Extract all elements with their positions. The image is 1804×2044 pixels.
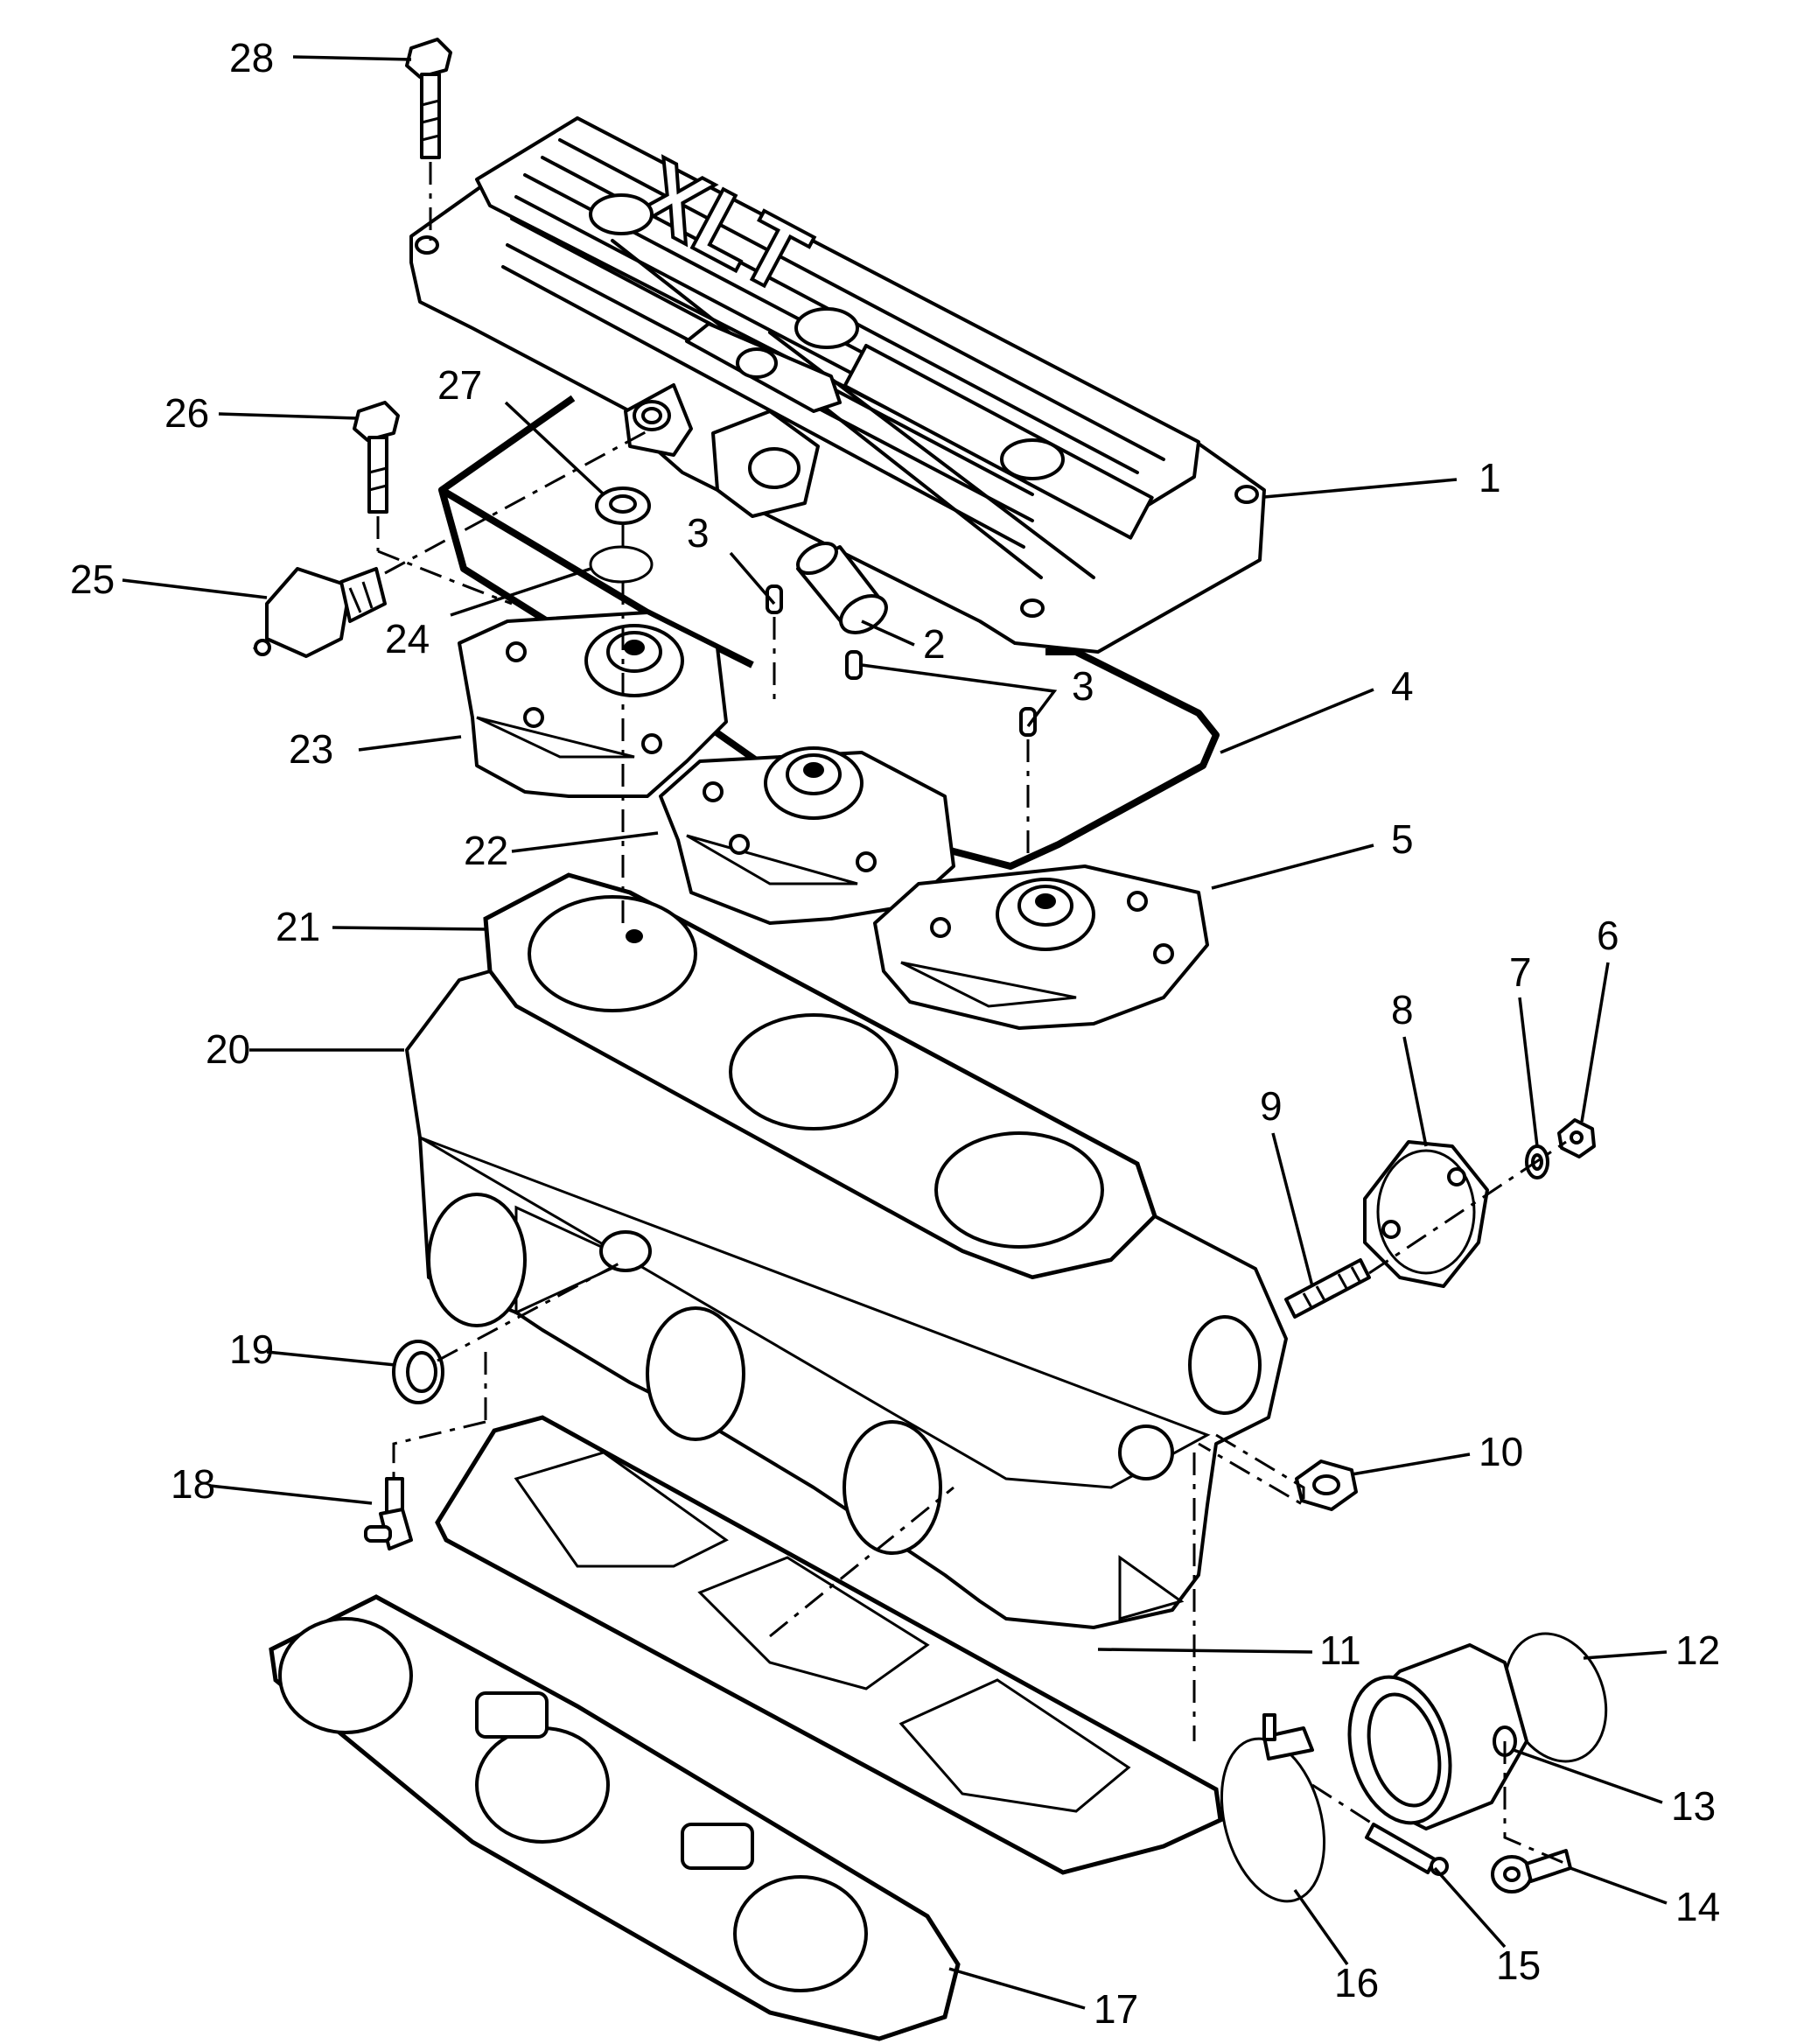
callout-6: 6 [1597, 913, 1619, 958]
callout-9: 9 [1260, 1083, 1283, 1129]
cover-spark-plug-port-1 [589, 193, 654, 235]
cover-nameplate [843, 343, 1154, 540]
part-2-hose-sleeve [796, 541, 888, 634]
part-18-fitting [364, 1477, 413, 1550]
callout-13: 13 [1671, 1783, 1716, 1829]
cylinder-head-cover: XLT EXTRA LIFE TRIPLE [409, 116, 1266, 654]
assembly-centerlines [376, 162, 1567, 1866]
callout-10: 10 [1479, 1429, 1523, 1474]
part-28-bolt [405, 38, 452, 159]
part-9-stud [1284, 1258, 1371, 1319]
part-11-base-gasket [435, 1415, 1223, 1875]
part-14-bolt [1491, 1849, 1572, 1894]
callout-16: 16 [1334, 1960, 1379, 2006]
part-5-cylinder-head-right [873, 864, 1209, 1030]
part-26-bolt [353, 401, 400, 514]
cover-bolt-hole-3 [1020, 598, 1045, 618]
callout-11: 11 [1319, 1628, 1361, 1673]
callout-28: 28 [229, 35, 274, 80]
callout-5: 5 [1391, 816, 1414, 862]
cover-spark-plug-port-2 [794, 307, 859, 349]
callout-26: 26 [164, 390, 209, 436]
part-22-cylinder-head-center [659, 746, 955, 925]
part-10-flange-nut [1295, 1460, 1358, 1511]
callout-numbers: 28 1 2 3 3 4 5 6 7 8 9 10 11 12 13 14 15… [70, 35, 1720, 2032]
callout-3a: 3 [687, 510, 710, 556]
callout-8: 8 [1391, 987, 1414, 1032]
callout-20: 20 [206, 1026, 250, 1072]
callout-12: 12 [1675, 1628, 1720, 1673]
part-19-seal [392, 1340, 444, 1404]
part-20-cylinder-block [405, 970, 1288, 1629]
part-6-nut [1557, 1118, 1596, 1158]
callout-7: 7 [1509, 949, 1532, 995]
block-exhaust-ports [427, 1193, 942, 1555]
callout-24: 24 [385, 616, 430, 662]
part-13-intake-adapter [1347, 1643, 1528, 1830]
callout-leaders [122, 55, 1668, 2010]
callout-4: 4 [1391, 663, 1414, 709]
part-24-o-ring [589, 545, 654, 584]
callout-14: 14 [1675, 1884, 1720, 1929]
callout-2: 2 [923, 621, 946, 667]
part-15-screw [1365, 1823, 1449, 1876]
callout-25: 25 [70, 556, 115, 602]
part-4-cover-gasket [438, 395, 1220, 870]
cover-bolt-hole-2 [1234, 485, 1259, 504]
part-8-cover-plate [1363, 1140, 1489, 1288]
callout-19: 19 [229, 1326, 274, 1372]
callout-3b: 3 [1072, 663, 1094, 709]
callout-23: 23 [289, 726, 333, 772]
callout-15: 15 [1496, 1942, 1541, 1988]
cover-bolt-hole-1 [415, 235, 439, 255]
part-3-dowel-pins [766, 584, 1037, 737]
part-16-clamp [1220, 1713, 1326, 1903]
part-25-temperature-sensor [253, 567, 387, 658]
callout-1: 1 [1479, 455, 1501, 500]
part-17-exhaust-gasket [269, 1594, 961, 2041]
callout-17: 17 [1094, 1986, 1138, 2032]
part-27-washer [595, 486, 651, 525]
callout-18: 18 [171, 1461, 215, 1507]
callout-27: 27 [437, 362, 482, 408]
part-21-head-gasket [483, 872, 1157, 1280]
part-23-cylinder-head-left [458, 611, 728, 798]
cover-spark-plug-port-3 [1000, 438, 1065, 480]
callout-22: 22 [464, 828, 508, 873]
callout-21: 21 [276, 904, 320, 949]
